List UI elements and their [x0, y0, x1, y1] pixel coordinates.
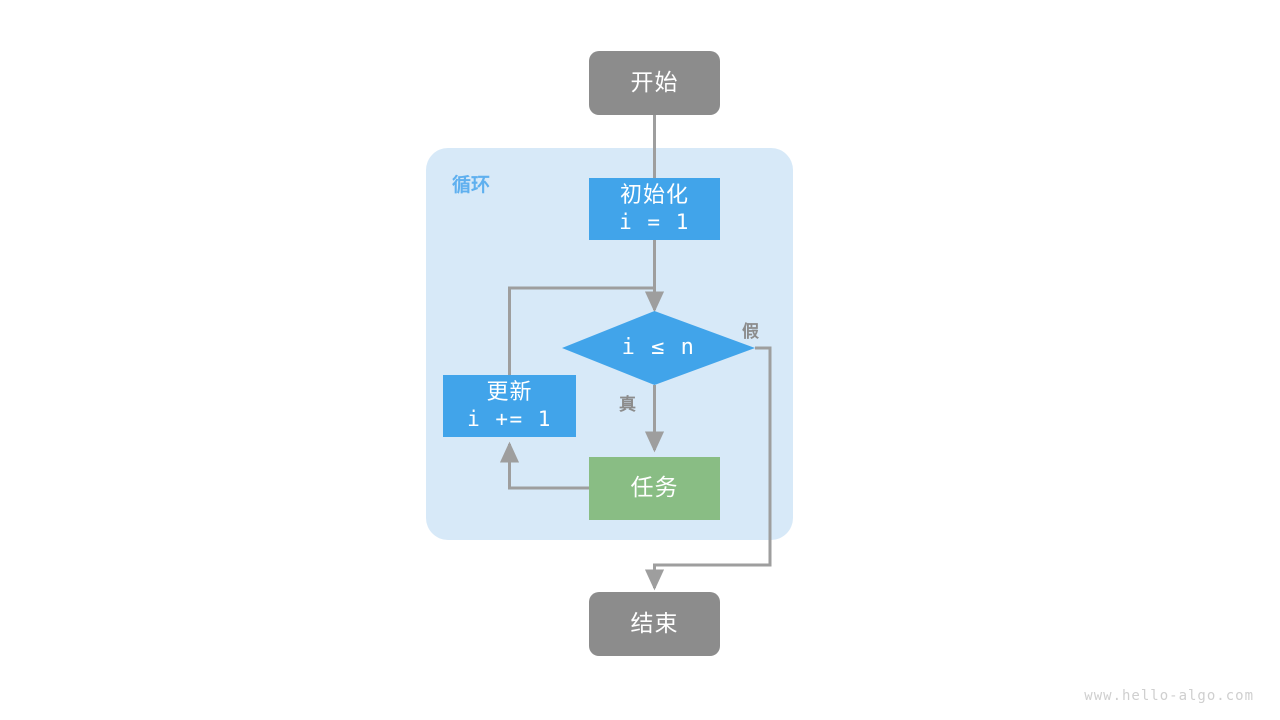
edge-cond-to-end	[644, 346, 772, 591]
node-start[interactable]	[589, 51, 720, 115]
node-init[interactable]	[589, 178, 720, 240]
watermark: www.hello-algo.com	[1084, 688, 1254, 704]
edge-task-to-update	[499, 441, 589, 490]
edge-update-to-cond	[508, 286, 655, 375]
node-task[interactable]	[589, 457, 720, 520]
node-condition[interactable]	[562, 311, 755, 385]
node-end[interactable]	[589, 592, 720, 656]
node-update[interactable]	[443, 375, 576, 437]
